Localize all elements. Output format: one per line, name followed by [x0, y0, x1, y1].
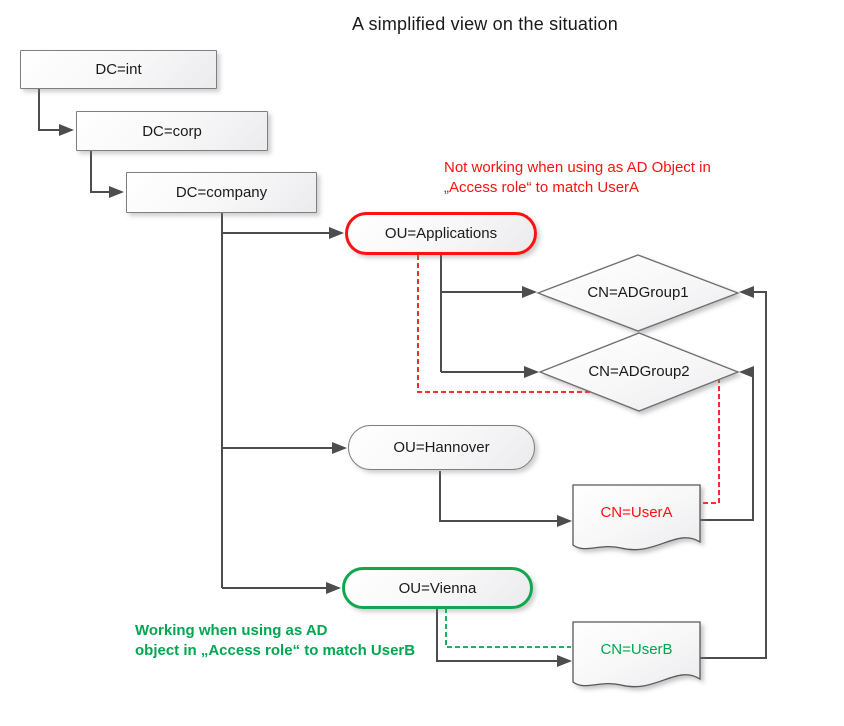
node-dc-corp: DC=corp [76, 111, 268, 151]
connector-dccorp-dccompany [90, 151, 124, 198]
node-cn-userb-label: CN=UserB [600, 641, 673, 658]
red-dashed-applications-adgroup2 [417, 255, 592, 393]
node-dc-company-label: DC=company [175, 184, 268, 201]
node-dc-company: DC=company [126, 172, 317, 213]
userb-document-shape [572, 621, 701, 688]
annotation-not-working-line1: Not working when using as AD Object in [444, 159, 711, 176]
node-dc-int-label: DC=int [95, 61, 142, 78]
connector-dcint-dccorp [38, 89, 74, 136]
connector-usera-adgroup2 [700, 366, 754, 521]
node-cn-adgroup1-label: CN=ADGroup1 [587, 284, 689, 301]
annotation-working: Working when using as AD object in „Acce… [135, 621, 415, 661]
node-ou-applications: OU=Applications [345, 212, 537, 255]
node-ou-hannover-label: OU=Hannover [393, 439, 490, 456]
node-ou-vienna-label: OU=Vienna [398, 579, 477, 597]
usera-document-shape [572, 484, 701, 551]
red-dashed-adgroup2-usera [701, 378, 720, 504]
green-dashed-vienna-userb [445, 608, 571, 648]
node-ou-applications-label: OU=Applications [384, 225, 498, 242]
node-dc-int: DC=int [20, 50, 217, 89]
diagram-title: A simplified view on the situation [352, 14, 618, 34]
node-cn-usera-label: CN=UserA [600, 504, 673, 521]
annotation-not-working: Not working when using as AD Object in „… [444, 158, 711, 198]
node-ou-hannover: OU=Hannover [348, 425, 535, 470]
adgroup1-diamond-shape [536, 254, 740, 332]
node-ou-vienna: OU=Vienna [342, 567, 533, 609]
connector-vienna-userb [436, 608, 572, 667]
connector-hannover-usera [439, 471, 572, 527]
annotation-working-line1: Working when using as AD [135, 622, 328, 639]
adgroup2-diamond-shape [538, 332, 740, 412]
connector-userb-adgroup1 [700, 286, 767, 659]
node-dc-corp-label: DC=corp [142, 122, 202, 140]
annotation-not-working-line2: „Access role“ to match UserA [444, 179, 640, 196]
node-cn-adgroup2-label: CN=ADGroup2 [588, 363, 690, 380]
annotation-working-line2: object in „Access role“ to match UserB [135, 642, 416, 659]
